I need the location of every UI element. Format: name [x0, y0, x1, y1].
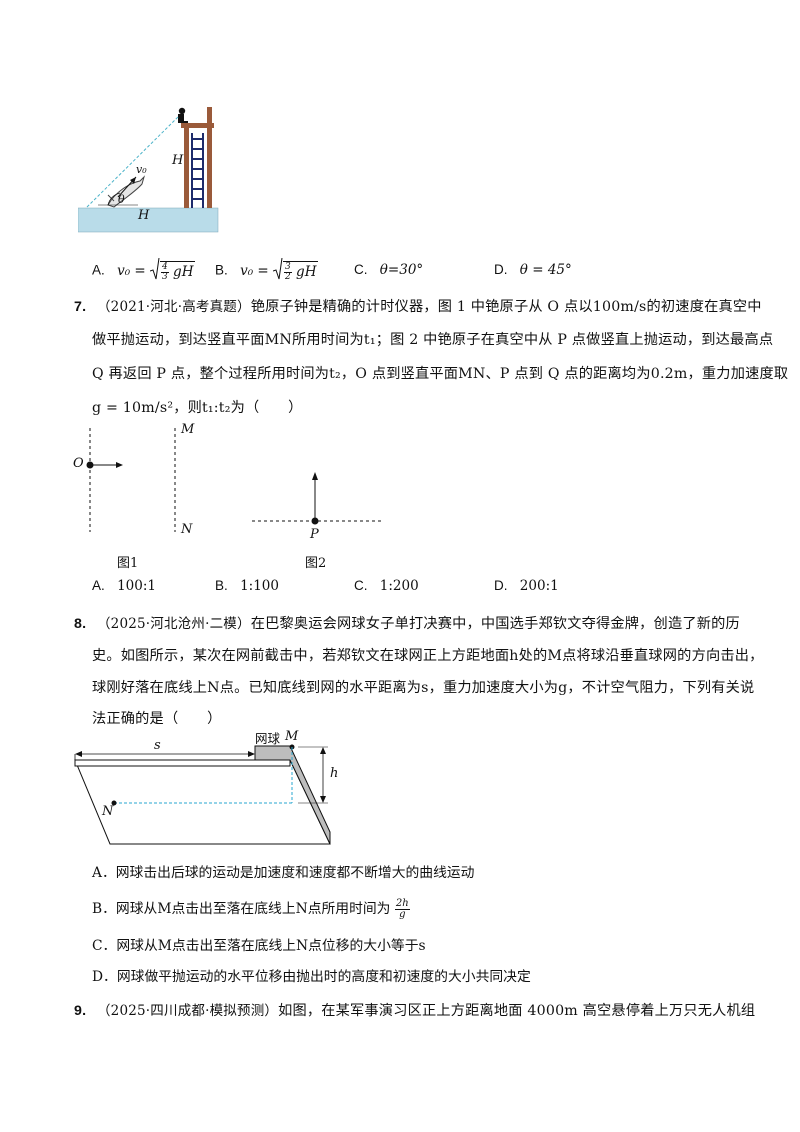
q7-line-1: 7. （2021·河北·高考真题）铯原子钟是精确的计时仪器，图 1 中铯原子从 …: [74, 295, 762, 316]
court-edge: [74, 759, 291, 767]
option-text: θ = 45°: [519, 262, 572, 278]
option-key: C.: [354, 262, 368, 277]
velocity-arrowhead: [130, 177, 136, 184]
option-key: B.: [215, 578, 228, 593]
question-text: 如图，在某军事演习区正上方距离地面 4000m 高空悬停着上万只无人机组: [278, 1003, 756, 1019]
label-h-horizontal: H: [138, 208, 150, 223]
q8-option-c[interactable]: C．网球从M点击出至落在底线上N点位移的大小等于s: [92, 938, 426, 954]
option-key: A.: [92, 262, 105, 278]
label-o: O: [73, 456, 84, 471]
arrowhead-o: [116, 462, 123, 468]
sight-line: [85, 116, 179, 209]
sqrt-symbol: [149, 257, 160, 284]
q7-line-3: Q 再返回 P 点，整个过程所用时间为t₂，O 点到竖直平面MN、P 点到 Q …: [92, 366, 789, 382]
q8-line-3: 球刚好落在底线上N点。已知底线到网的水平距离为s，重力加速度大小为g，不计空气阻…: [92, 680, 755, 696]
q9-line-1: 9. （2025·四川成都·模拟预测）如图，在某军事演习区正上方距离地面 400…: [74, 999, 755, 1020]
label-m: M: [181, 422, 195, 437]
water-surface: [77, 207, 219, 233]
option-key: D.: [494, 578, 508, 593]
label-ball: 网球: [255, 731, 281, 746]
option-lhs: v₀ =: [117, 262, 146, 279]
q7-line-2: 做平抛运动，到达竖直平面MN所用时间为t₁；图 2 中铯原子在真空中从 P 点做…: [92, 332, 774, 348]
q7-figure: O M N P 图1 图2: [70, 420, 400, 580]
s-arrow-left: [75, 751, 82, 757]
option-text: θ=30°: [379, 262, 424, 278]
question-text: 在巴黎奥运会网球女子单打决赛中，中国选手郑钦文夺得金牌，创造了新的历: [250, 616, 740, 632]
label-h: h: [330, 766, 339, 781]
sqrt-symbol: [272, 257, 283, 284]
ladder: [191, 133, 204, 208]
q7-option-c[interactable]: C. 1:200: [354, 578, 419, 594]
label-n: N: [102, 804, 114, 819]
question-source: （2021·河北·高考真题）: [96, 299, 251, 315]
question-number: 9.: [74, 1003, 87, 1019]
q8-line-4: 法正确的是（ ）: [92, 711, 222, 727]
label-s: s: [154, 738, 161, 753]
q7-diagram: [86, 428, 384, 532]
option-text: 100:1: [117, 578, 156, 594]
label-m: M: [285, 729, 299, 744]
tower-post-left: [184, 127, 189, 208]
caption-fig1: 图1: [117, 556, 139, 571]
q6-option-c[interactable]: C. θ=30°: [354, 262, 423, 278]
option-key: B.: [215, 262, 228, 278]
q8-diagram: [74, 744, 331, 845]
person-icon: [178, 107, 188, 123]
question-source: （2025·河北沧州·二模）: [96, 616, 251, 632]
h-arrow-bottom: [320, 796, 326, 803]
angle-arc: [107, 192, 121, 206]
label-n: N: [181, 522, 193, 537]
tower-post-right: [207, 107, 212, 208]
point-n: [111, 800, 117, 806]
label-theta: θ: [118, 193, 125, 206]
q7-line-4: g = 10m/s²，则t₁:t₂为（ ）: [92, 400, 303, 416]
label-h-vertical: H: [172, 153, 184, 168]
label-p: P: [310, 527, 319, 542]
q7-option-b[interactable]: B. 1:100: [215, 578, 279, 594]
q7-option-d[interactable]: D. 200:1: [494, 578, 559, 594]
question-number: 7.: [74, 299, 87, 315]
option-text: B．网球从M点击出至落在底线上N点所用时间为: [92, 901, 391, 917]
question-source: （2025·四川成都·模拟预测）: [96, 1003, 279, 1019]
tower-platform: [181, 123, 214, 128]
q6-diagram: [77, 107, 219, 233]
option-key: A.: [92, 578, 105, 593]
option-key: C.: [354, 578, 368, 593]
h-arrow-top: [320, 747, 326, 754]
q8-line-1: 8. （2025·河北沧州·二模）在巴黎奥运会网球女子单打决赛中，中国选手郑钦文…: [74, 612, 740, 633]
q8-figure: s 网球 M h N: [70, 728, 350, 848]
option-text: 200:1: [519, 578, 559, 594]
option-lhs: v₀ =: [240, 262, 269, 279]
option-text: 1:200: [379, 578, 419, 594]
s-arrow-right: [248, 751, 255, 757]
q8-option-a[interactable]: A．网球击出后球的运动是加速度和速度都不断增大的曲线运动: [92, 865, 475, 881]
q6-figure: H H v₀ θ: [77, 105, 223, 235]
option-key: D.: [494, 262, 508, 277]
q8-line-2: 史。如图所示，某次在网前截击中，若郑钦文在球网正上方距地面h处的M点将球沿垂直球…: [92, 648, 764, 664]
question-text: 铯原子钟是精确的计时仪器，图 1 中铯原子从 O 点以100m/s的初速度在真空…: [250, 299, 762, 315]
arrowhead-p: [312, 472, 318, 480]
q7-option-a[interactable]: A. 100:1: [92, 578, 156, 594]
question-number: 8.: [74, 616, 87, 632]
caption-fig2: 图2: [305, 556, 327, 571]
q8-option-d[interactable]: D．网球做平抛运动的水平位移由抛出时的高度和初速度的大小共同决定: [92, 969, 531, 985]
option-text: 1:100: [240, 578, 279, 594]
label-v0: v₀: [136, 163, 147, 176]
q6-option-d[interactable]: D. θ = 45°: [494, 262, 572, 278]
